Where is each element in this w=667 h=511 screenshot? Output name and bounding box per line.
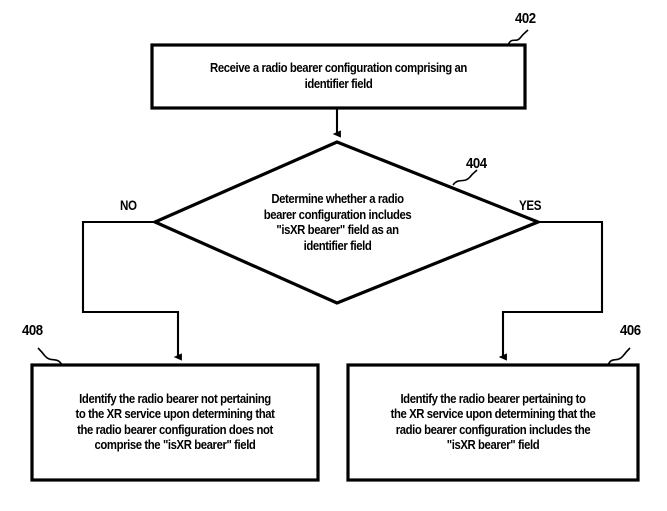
leader-line-408: [37, 347, 63, 366]
process-box-402: [150, 43, 527, 110]
connector-404-yes-to-406: [498, 220, 604, 361]
outcome-box-406: [346, 363, 640, 482]
decision-diamond-404: [151, 140, 543, 305]
leader-line-406: [607, 347, 631, 366]
connector-404-no-to-408: [81, 220, 182, 361]
leader-line-404: [452, 169, 478, 186]
outcome-box-408: [30, 363, 320, 482]
leader-line-402: [507, 29, 529, 46]
